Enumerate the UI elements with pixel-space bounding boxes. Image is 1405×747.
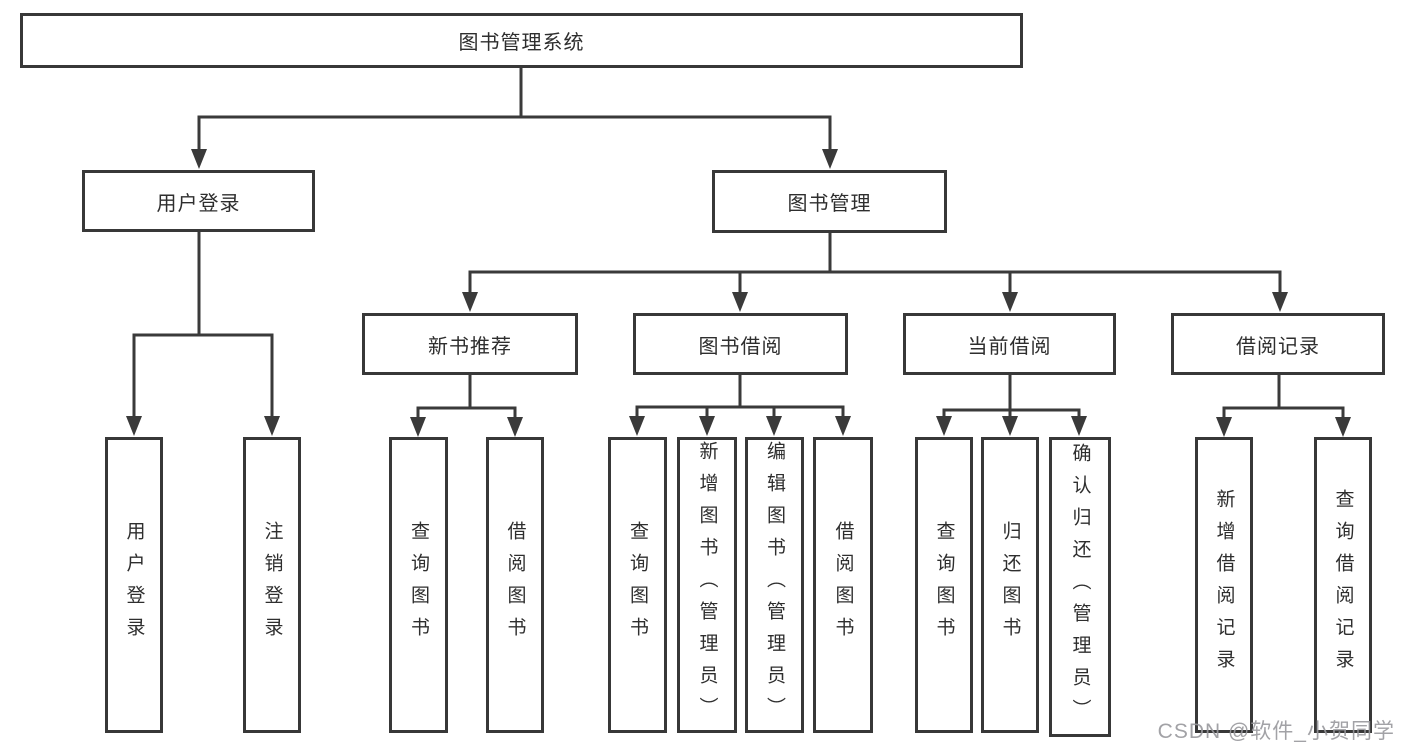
node-new-book-recommend: 新书推荐 — [362, 313, 578, 375]
arrowhead-cb-return — [1002, 416, 1018, 436]
arrowhead-bb-add — [699, 416, 715, 436]
leaf-borrow-book-recommend: 借阅图书 — [486, 437, 544, 733]
arrowhead-nb-query — [410, 417, 426, 437]
leaf-add-book-admin: 新增图书（管理员） — [677, 437, 737, 733]
leaf-return-book: 归还图书 — [981, 437, 1039, 733]
arrowhead-current-borrow — [1002, 292, 1018, 312]
arrowhead-leaf-user-login — [126, 416, 142, 436]
leaf-label: 编辑图书（管理员） — [764, 441, 785, 729]
arrowhead-book-borrow — [732, 292, 748, 312]
node-library-system: 图书管理系统 — [20, 13, 1023, 68]
leaf-label: 借阅图书 — [504, 521, 526, 649]
watermark: CSDN @软件_小贺同学 — [1157, 720, 1395, 743]
node-book-borrow: 图书借阅 — [633, 313, 848, 375]
leaf-label: 查询图书 — [933, 521, 955, 649]
arrowhead-bb-query — [629, 416, 645, 436]
node-book-management: 图书管理 — [712, 170, 947, 233]
arrowhead-borrow-record — [1272, 292, 1288, 312]
connector-level2-branch — [197, 115, 832, 151]
leaf-label: 新增图书（管理员） — [696, 441, 718, 729]
arrowhead-leaf-logout — [264, 416, 280, 436]
leaf-query-book-borrow: 查询图书 — [608, 437, 667, 733]
leaf-edit-book-admin: 编辑图书（管理员） — [745, 437, 804, 733]
leaf-logout: 注销登录 — [243, 437, 301, 733]
node-current-borrow: 当前借阅 — [903, 313, 1116, 375]
connector-level3-branch — [468, 270, 1282, 294]
leaf-label: 借阅图书 — [832, 521, 854, 649]
leaf-borrow-book: 借阅图书 — [813, 437, 873, 733]
connector-user-login-branch — [132, 333, 274, 418]
arrowhead-bb-edit — [766, 416, 782, 436]
arrowhead-user-login — [191, 149, 207, 169]
leaf-query-book-recommend: 查询图书 — [389, 437, 448, 733]
node-borrow-record: 借阅记录 — [1171, 313, 1385, 375]
node-user-login: 用户登录 — [82, 170, 315, 232]
leaf-label: 查询借阅记录 — [1332, 489, 1354, 681]
connector-current-borrow-branch — [942, 408, 1081, 418]
leaf-label: 用户登录 — [123, 521, 145, 649]
arrowhead-new-book — [462, 292, 478, 312]
connector-book-borrow-branch — [635, 405, 845, 418]
arrowhead-nb-borrow — [507, 417, 523, 437]
connector-new-book-branch — [416, 406, 517, 419]
leaf-label: 确认归还（管理员） — [1069, 443, 1091, 731]
arrowhead-cb-query — [936, 416, 952, 436]
leaf-label: 归还图书 — [999, 521, 1021, 649]
leaf-label: 注销登录 — [261, 521, 283, 649]
leaf-confirm-return-admin: 确认归还（管理员） — [1049, 437, 1111, 737]
arrowhead-cb-confirm — [1071, 416, 1087, 436]
leaf-query-book-current: 查询图书 — [915, 437, 973, 733]
leaf-user-login: 用户登录 — [105, 437, 163, 733]
arrowhead-br-add — [1216, 417, 1232, 437]
leaf-add-borrow-record: 新增借阅记录 — [1195, 437, 1253, 733]
arrowhead-book-mgmt — [822, 149, 838, 169]
leaf-label: 查询图书 — [408, 521, 429, 649]
connector-borrow-record-branch — [1222, 406, 1345, 419]
leaf-query-borrow-record: 查询借阅记录 — [1314, 437, 1372, 733]
leaf-label: 新增借阅记录 — [1213, 489, 1235, 681]
arrowhead-br-query — [1335, 417, 1351, 437]
arrowhead-bb-borrow — [835, 416, 851, 436]
leaf-label: 查询图书 — [627, 521, 648, 649]
